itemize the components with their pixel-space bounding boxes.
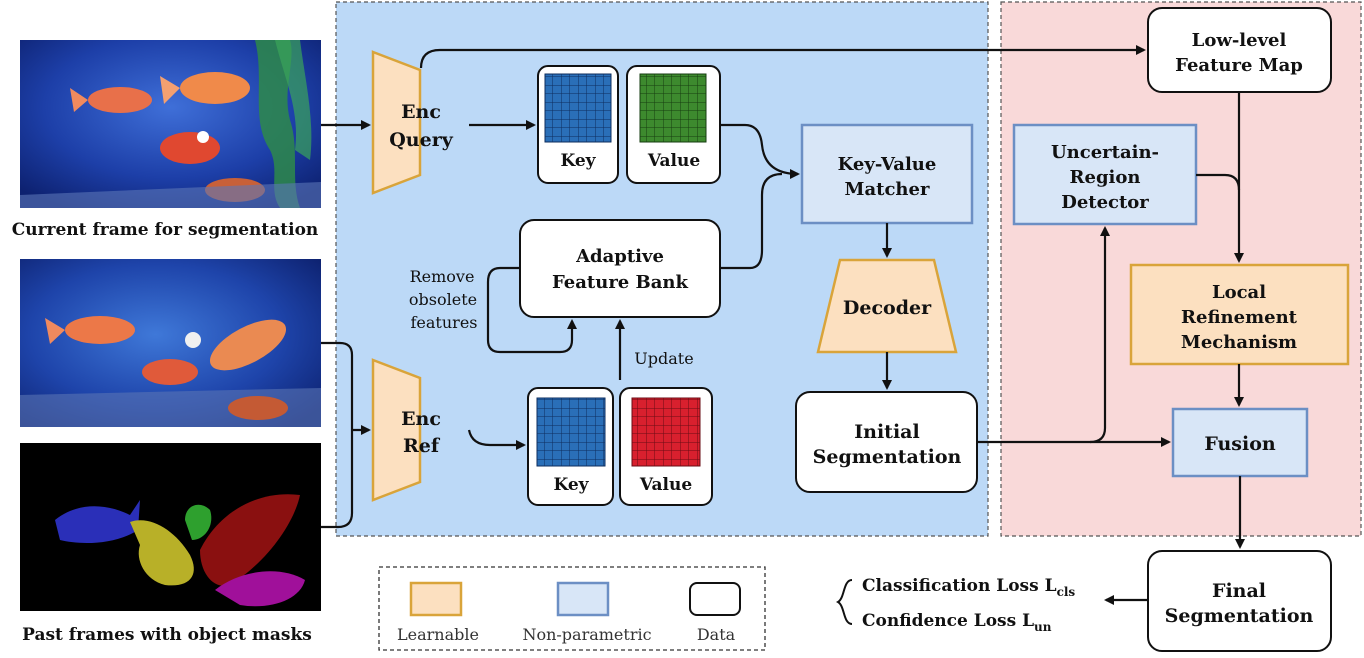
key-value-matcher: Key-Value Matcher [800,123,974,225]
legend-data-swatch [689,582,741,616]
local-refinement-mechanism: Local Refinement Mechanism [1129,263,1350,366]
final-segmentation: Final Segmentation [1147,550,1332,652]
initial-seg-line-2: Segmentation [813,446,962,468]
arrow-encref-to-key [467,429,526,450]
arrow-initial-to-uncertain [1089,226,1110,444]
uncertain-line-1: Uncertain- [1051,142,1159,163]
matcher-line-2: Matcher [845,179,930,200]
current-key-box: Key [537,65,619,184]
encoder-query: Enc Query [371,50,454,195]
uncertain-line-3: Detector [1061,192,1149,213]
classification-loss-text: Classification Loss L [862,576,1057,596]
connectors [321,45,1245,605]
final-seg-line-1: Final [1212,580,1266,602]
loss-group: Classification Loss Lcls Confidence Loss… [835,576,1075,634]
local-ref-line-2: Refinement [1181,307,1298,328]
current-frame-image [20,40,321,208]
update-label: Update [634,349,693,368]
initial-segmentation: Initial Segmentation [795,391,978,493]
remove-note-line-1: Remove [410,267,475,286]
legend-nonparam-swatch [556,581,610,617]
fusion: Fusion [1171,407,1309,478]
uncertain-region-detector: Uncertain- Region Detector [1012,123,1198,226]
adaptive-feature-bank: Adaptive Feature Bank [519,219,721,318]
classification-loss: Classification Loss Lcls [862,576,1075,599]
local-ref-line-3: Mechanism [1181,332,1297,353]
low-level-line-2: Feature Map [1175,55,1303,76]
arrow-value-to-matcher [720,123,800,179]
current-frame-caption: Current frame for segmentation [12,220,319,240]
encoder-query-label-1: Enc [401,101,441,123]
encoder-query-label-2: Query [389,129,453,151]
ref-key-label: Key [553,475,589,495]
uncertain-line-2: Region [1070,167,1141,188]
legend-learnable-label: Learnable [397,625,479,644]
legend-data-label: Data [697,625,736,644]
classification-loss-subscript: cls [1057,585,1076,599]
ref-value-box: Value [619,387,713,506]
matcher-line-1: Key-Value [838,154,937,175]
low-level-line-1: Low-level [1192,30,1287,51]
legend-learnable-swatch [409,581,463,617]
legend: Learnable Non-parametric Data [378,566,766,651]
encoder-ref-label-2: Ref [403,435,441,457]
fusion-label: Fusion [1204,433,1276,455]
decoder: Decoder [816,258,958,354]
feature-bank-line-2: Feature Bank [552,272,688,293]
decoder-label: Decoder [843,297,932,319]
confidence-loss-text: Confidence Loss L [862,611,1034,631]
local-ref-line-1: Local [1212,282,1266,303]
arrow-uncertain-to-local [1196,173,1241,191]
current-value-label: Value [647,151,700,171]
confidence-loss-subscript: un [1034,620,1052,634]
arrow-remove-loop [486,266,577,354]
initial-seg-line-1: Initial [854,421,919,443]
arrow-encq-to-lowlevel [419,45,1146,69]
past-frame-image [20,259,321,427]
past-frames-caption: Past frames with object masks [22,625,312,645]
arrow-past-to-encref [321,341,354,529]
remove-note-line-2: obsolete [409,290,477,309]
confidence-loss: Confidence Loss Lun [862,611,1052,634]
final-seg-line-2: Segmentation [1165,605,1314,627]
current-value-box: Value [626,65,721,184]
ref-value-label: Value [639,475,692,495]
encoder-ref-label-1: Enc [401,408,441,430]
legend-nonparam-label: Non-parametric [522,625,651,644]
encoder-ref: Enc Ref [371,358,441,502]
current-key-label: Key [560,151,596,171]
remove-note-line-3: features [411,313,478,332]
low-level-feature-map: Low-level Feature Map [1147,7,1332,93]
feature-bank-line-1: Adaptive [575,246,664,267]
object-mask-image [20,443,321,611]
ref-key-box: Key [527,387,614,506]
arrow-bank-to-matcher [720,172,783,270]
